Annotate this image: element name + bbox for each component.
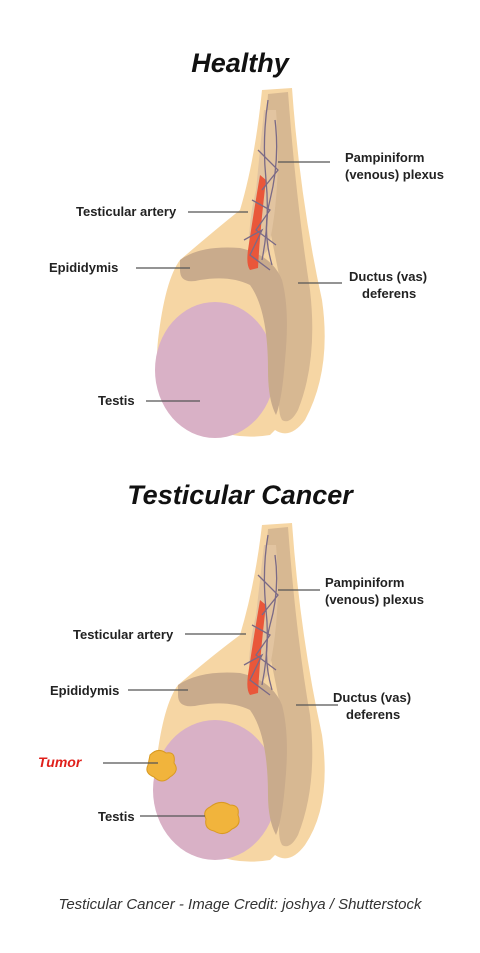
healthy-label-testis: Testis bbox=[98, 393, 135, 408]
epididymis bbox=[180, 247, 287, 415]
testis bbox=[155, 302, 275, 438]
cancer-label-epididymis: Epididymis bbox=[50, 683, 120, 698]
healthy-label-pampiniform: Pampiniform (venous) plexus bbox=[345, 150, 444, 182]
testicular-artery bbox=[247, 175, 266, 270]
testicular-artery bbox=[247, 600, 266, 695]
image-caption: Testicular Cancer - Image Credit: joshya… bbox=[58, 896, 422, 913]
epididymis bbox=[178, 672, 287, 835]
cancer-label-tumor: Tumor bbox=[38, 754, 82, 770]
cancer-label-pampiniform: Pampiniform (venous) plexus bbox=[325, 575, 424, 607]
pampiniform-veins bbox=[243, 99, 279, 271]
cancer-label-testis: Testis bbox=[98, 809, 135, 824]
cancer-diagram bbox=[103, 523, 338, 862]
cancer-title: Testicular Cancer bbox=[127, 480, 353, 510]
cancer-label-ductus: Ductus (vas) deferens bbox=[333, 690, 412, 722]
testis bbox=[153, 720, 277, 860]
healthy-label-epididymis: Epididymis bbox=[49, 260, 119, 275]
healthy-label-ductus: Ductus (vas) deferens bbox=[349, 269, 428, 301]
healthy-title: Healthy bbox=[191, 48, 289, 78]
pampiniform-veins bbox=[243, 534, 279, 696]
healthy-label-testicular-artery: Testicular artery bbox=[76, 204, 177, 219]
healthy-diagram bbox=[136, 88, 342, 438]
cancer-label-testicular-artery: Testicular artery bbox=[73, 627, 174, 642]
tumor-mass-lower bbox=[204, 801, 240, 835]
tumor-mass-upper bbox=[146, 749, 177, 782]
